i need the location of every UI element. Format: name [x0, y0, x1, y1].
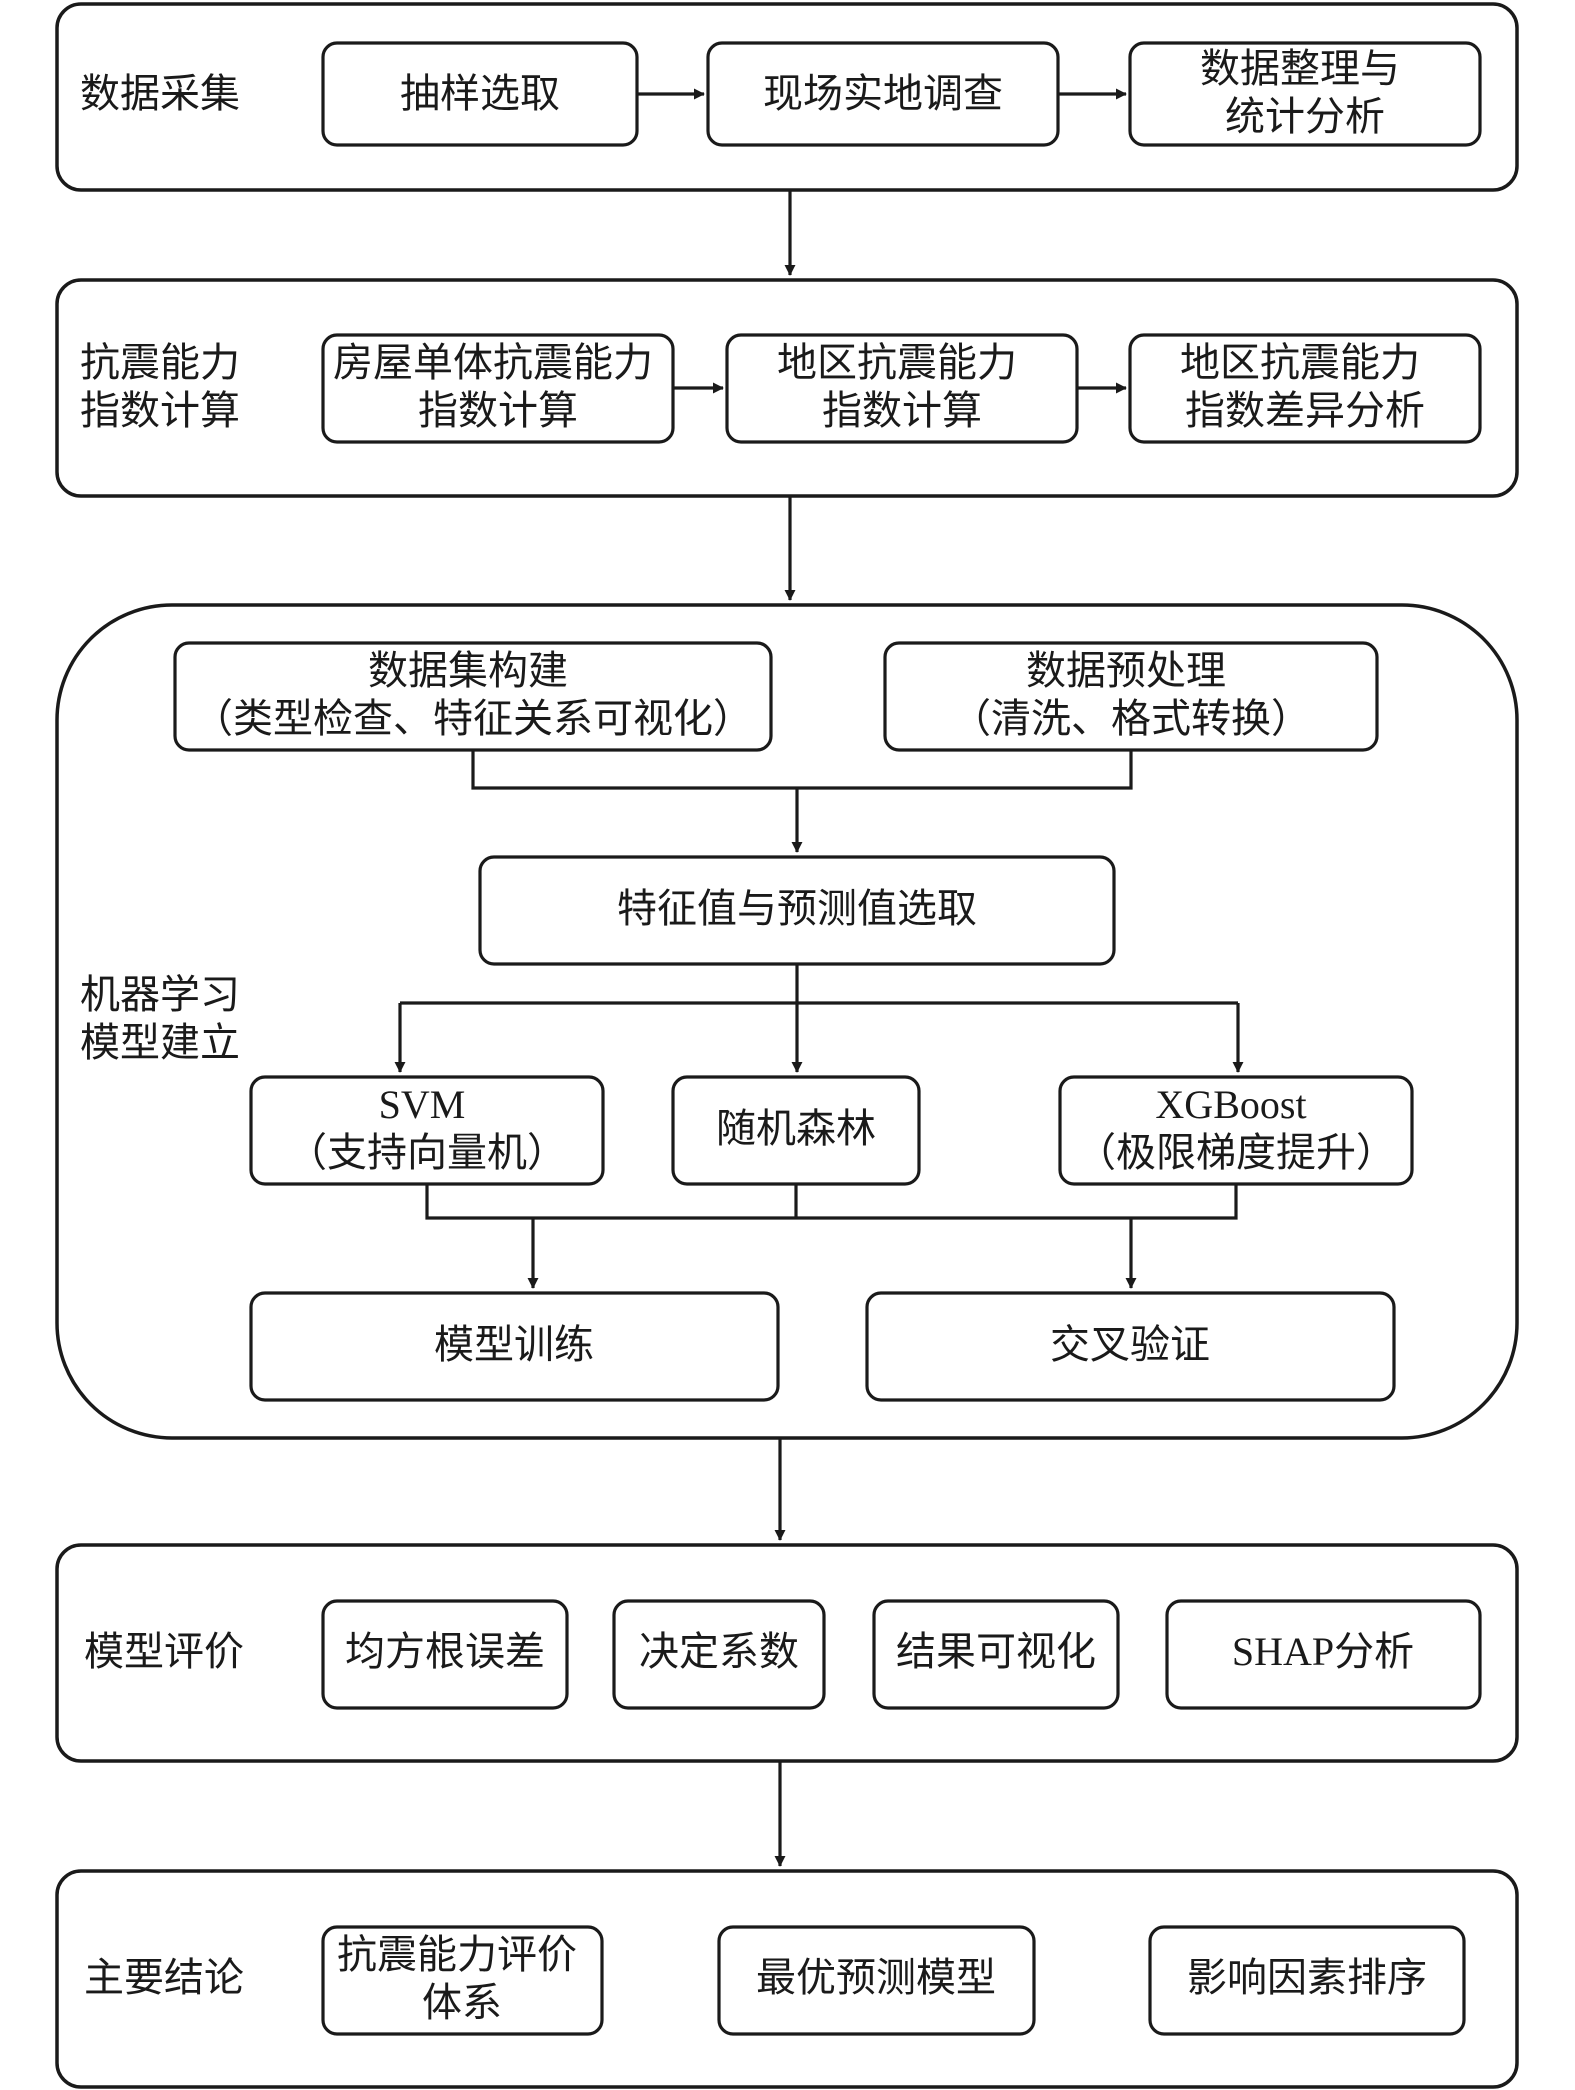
conclusion-factor-ranking — [1148, 1925, 1466, 2036]
section-frame-seismic-index — [55, 278, 1519, 498]
connector-dataset-preprocess — [471, 750, 1133, 790]
step-field-survey-label: 现场实地调查 — [763, 71, 1003, 116]
result-visualization — [872, 1599, 1120, 1710]
model-svm-label: SVM （支持向量机） — [287, 1082, 567, 1175]
step-building-index-label: 房屋单体抗震能力 指数计算 — [333, 340, 663, 433]
step-dataset-build-label: 数据集构建 （类型检查、特征关系可视化） — [193, 648, 753, 741]
shap-analysis — [1165, 1599, 1482, 1710]
model-random-forest-label: 随机森林 — [716, 1106, 876, 1151]
section-evaluation: 模型评价 均方根误差 决定系数 结果可视化 SHAP分析 — [55, 1543, 1519, 1763]
step-sampling-label: 抽样选取 — [400, 71, 560, 116]
step-model-training — [249, 1291, 780, 1402]
conclusion-factor-ranking-label: 影响因素排序 — [1187, 1955, 1427, 2000]
step-preprocess-label: 数据预处理 （清洗、格式转换） — [951, 648, 1311, 741]
step-cross-validation — [865, 1291, 1396, 1402]
section-frame-ml-model — [55, 603, 1519, 1440]
step-region-index-label: 地区抗震能力 指数计算 — [777, 340, 1027, 433]
metric-rmse — [321, 1599, 569, 1710]
section-label-evaluation: 模型评价 — [84, 1629, 244, 1674]
conclusion-optimal-model — [717, 1925, 1036, 2036]
section-seismic-index: 抗震能力 指数计算 房屋单体抗震能力 指数计算 地区抗震能力 指数计算 地区抗震… — [55, 278, 1519, 498]
connector-models-merge — [425, 1184, 1238, 1220]
section-ml-model: 机器学习 模型建立 数据集构建 （类型检查、特征关系可视化） 数据预处理 （清洗… — [55, 603, 1519, 1440]
shap-analysis-label: SHAP分析 — [1232, 1629, 1414, 1674]
step-cross-validation-label: 交叉验证 — [1050, 1322, 1210, 1367]
section-conclusion: 主要结论 抗震能力评价 体系 最优预测模型 影响因素排序 — [55, 1869, 1519, 2089]
step-region-difference-label: 地区抗震能力 指数差异分析 — [1180, 340, 1430, 433]
metric-rmse-label: 均方根误差 — [345, 1629, 545, 1674]
section-label-conclusion: 主要结论 — [84, 1955, 244, 2000]
section-label-data-collection: 数据采集 — [80, 71, 240, 116]
model-xgboost-label: XGBoost （极限梯度提升） — [1076, 1082, 1396, 1175]
section-frame-data-collection — [55, 2, 1519, 192]
section-label-seismic-index: 抗震能力 指数计算 — [80, 340, 250, 433]
metric-r2 — [612, 1599, 826, 1710]
conclusion-optimal-model-label: 最优预测模型 — [756, 1955, 996, 2000]
conclusion-evaluation-system — [321, 1925, 604, 2036]
step-data-organizing-label: 数据整理与 统计分析 — [1200, 46, 1410, 139]
step-model-training-label: 模型训练 — [434, 1322, 594, 1367]
result-visualization-label: 结果可视化 — [896, 1629, 1096, 1674]
step-data-organizing — [1128, 41, 1482, 147]
step-feature-selection-label: 特征值与预测值选取 — [617, 886, 977, 931]
conclusion-evaluation-system-label: 抗震能力评价 体系 — [337, 1932, 587, 2025]
section-frame-conclusion — [55, 1869, 1519, 2089]
section-frame-evaluation — [55, 1543, 1519, 1763]
section-data-collection: 数据采集 抽样选取 现场实地调查 数据整理与 统计分析 — [55, 2, 1519, 192]
metric-r2-label: 决定系数 — [639, 1629, 799, 1674]
step-region-difference — [1128, 333, 1482, 444]
section-label-ml-model: 机器学习 模型建立 — [80, 972, 250, 1065]
